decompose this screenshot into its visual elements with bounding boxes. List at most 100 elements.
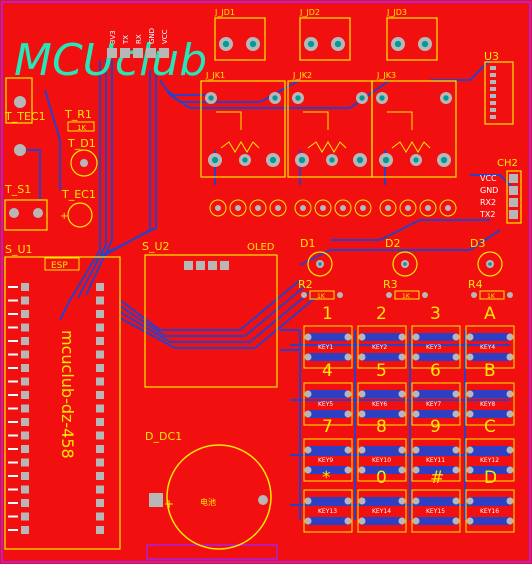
esp-label-box bbox=[44, 257, 80, 271]
small-comp-pad-1-0 bbox=[300, 205, 306, 211]
key-pad-13-1 bbox=[398, 497, 406, 505]
ch2-label: CH2 bbox=[497, 158, 518, 169]
small-comp-0-2 bbox=[249, 199, 267, 217]
key-pad-5-3 bbox=[398, 410, 406, 418]
jk-pad-5-1-hole bbox=[356, 156, 364, 164]
small-comp-pad-0-3 bbox=[275, 205, 281, 211]
u3-pin-4 bbox=[490, 94, 496, 98]
key-outline-15 bbox=[465, 489, 515, 533]
esp-pin-mark-18 bbox=[8, 529, 18, 531]
esp-right-pin-15 bbox=[96, 485, 104, 494]
key-outline-7 bbox=[465, 382, 515, 426]
key-trace-bottom-1 bbox=[362, 353, 402, 361]
battery-tab bbox=[149, 493, 163, 507]
key-pad-13-0 bbox=[358, 497, 366, 505]
t-s1-outline bbox=[4, 199, 48, 231]
u3-pin-3 bbox=[490, 87, 496, 91]
esp-left-pin-2 bbox=[21, 310, 29, 318]
jk-coil-1 bbox=[307, 141, 347, 153]
esp-label: ESP bbox=[51, 261, 68, 271]
key-trace-bottom-9 bbox=[362, 466, 402, 474]
jd-outline-1 bbox=[299, 17, 351, 61]
t-tec1-pad-1 bbox=[14, 96, 26, 108]
key-label-10: 9 bbox=[430, 417, 441, 437]
jk-pad-5-2-hole bbox=[440, 156, 448, 164]
key-pad-3-0 bbox=[466, 333, 474, 341]
esp-pin-mark-4 bbox=[8, 340, 18, 342]
esp-left-pin-8 bbox=[21, 391, 29, 399]
header-pin-0 bbox=[107, 48, 117, 58]
small-comp-1-0 bbox=[294, 199, 312, 217]
key-label-2: 3 bbox=[430, 304, 441, 324]
key-pad-0-2 bbox=[304, 353, 312, 361]
key-pad-15-1 bbox=[506, 497, 514, 505]
key-name-14: KEY15 bbox=[426, 508, 445, 515]
key-pad-0-1 bbox=[344, 333, 352, 341]
small-comp-pad-2-1 bbox=[405, 205, 411, 211]
key-trace-bottom-7 bbox=[470, 410, 510, 418]
ch2-pin-label-3: TX2 bbox=[479, 210, 495, 219]
jk-pad-1-2-hole bbox=[379, 95, 385, 101]
jd-label-2: J_JD3 bbox=[386, 8, 407, 17]
r-body-2 bbox=[479, 290, 505, 300]
oled-pin-3 bbox=[220, 261, 229, 270]
esp-pin-mark-7 bbox=[8, 380, 18, 383]
t-s1-pad-1 bbox=[9, 208, 19, 218]
key-label-9: 8 bbox=[376, 417, 387, 437]
oled-module: S_U2 OLED bbox=[142, 240, 278, 388]
esp-left-pin-10 bbox=[21, 418, 29, 426]
t-tec1-outline bbox=[5, 77, 33, 124]
key-trace-top-11 bbox=[470, 446, 510, 454]
key-pad-12-1 bbox=[344, 497, 352, 505]
key-outline-10 bbox=[411, 438, 461, 482]
u3-pin-5 bbox=[490, 101, 496, 105]
led-body-2 bbox=[477, 251, 503, 277]
key-outline-13 bbox=[357, 489, 407, 533]
led-label-0: D1 bbox=[300, 237, 315, 250]
oled-pin-0 bbox=[184, 261, 193, 270]
u3-pin-7 bbox=[490, 115, 496, 119]
key-outline-3 bbox=[465, 325, 515, 369]
key-pad-14-2 bbox=[412, 517, 420, 525]
key-pad-14-0 bbox=[412, 497, 420, 505]
ch2-pin-3 bbox=[509, 210, 518, 219]
t-tec1-label: T_TEC1 bbox=[4, 110, 46, 123]
r-label-0: R2 bbox=[298, 278, 313, 291]
s-u1-label: S_U1 bbox=[5, 243, 33, 256]
jk-pad-2-2-hole bbox=[443, 95, 449, 101]
key-name-2: KEY3 bbox=[426, 344, 441, 351]
key-pad-1-3 bbox=[398, 353, 406, 361]
header-pin-label-1: TX bbox=[122, 35, 130, 45]
esp-right-pin-1 bbox=[96, 296, 104, 305]
ch2-pin-2 bbox=[509, 198, 518, 207]
key-trace-top-0 bbox=[308, 333, 348, 341]
esp-pin-mark-2 bbox=[8, 313, 18, 315]
jd-pad-a-2-hole bbox=[394, 40, 402, 48]
jd-pad-b-2-hole bbox=[421, 40, 429, 48]
header-pin-label-3: GND bbox=[148, 28, 156, 44]
battery-pad bbox=[258, 495, 268, 505]
key-label-4: 4 bbox=[322, 361, 333, 381]
esp-left-pin-9 bbox=[21, 404, 29, 413]
esp-right-pin-16 bbox=[96, 499, 104, 507]
small-comp-2-1 bbox=[399, 199, 417, 217]
led-pad-0-hole bbox=[318, 262, 322, 266]
key-label-0: 1 bbox=[322, 304, 333, 324]
small-comp-2-2 bbox=[419, 199, 437, 217]
left-components: T_TEC1 T_R1 1K T_D1 T_EC1 + T_S1 bbox=[4, 77, 98, 231]
t-ec1-plus: + bbox=[60, 211, 68, 222]
t-r1-value: 1K bbox=[77, 124, 86, 132]
small-comp-pad-1-3 bbox=[360, 205, 366, 211]
key-trace-top-5 bbox=[362, 390, 402, 398]
battery-plus: + bbox=[164, 497, 174, 511]
esp-left-pin-11 bbox=[21, 431, 29, 440]
key-pad-15-0 bbox=[466, 497, 474, 505]
esp-right-pin-2 bbox=[96, 310, 104, 318]
small-comp-pad-1-2 bbox=[340, 205, 346, 211]
key-label-8: 7 bbox=[322, 417, 333, 437]
key-outline-1 bbox=[357, 325, 407, 369]
r-value-1: 1K bbox=[402, 293, 411, 300]
key-trace-top-9 bbox=[362, 446, 402, 454]
t-ec1-body bbox=[67, 202, 93, 228]
